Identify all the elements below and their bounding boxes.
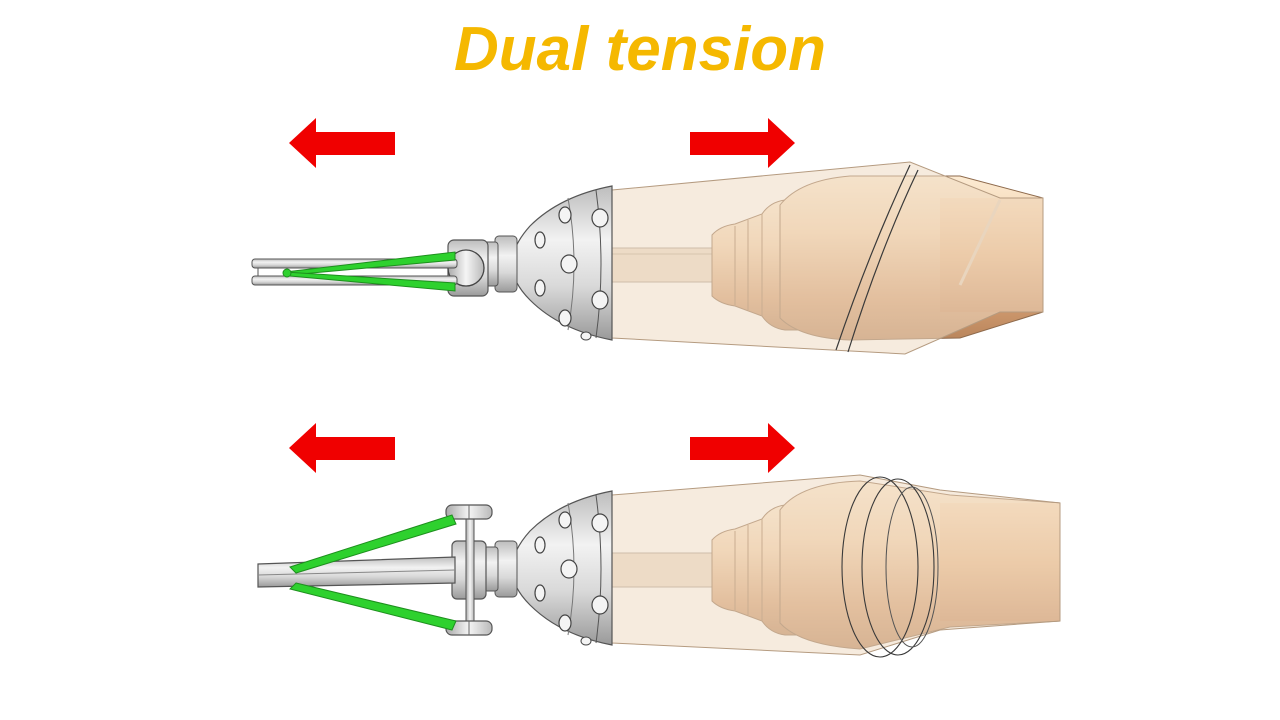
panel-top [251,118,1045,356]
arrow-right-icon [690,423,795,473]
instrument-body [610,160,1045,356]
arrow-left-icon [289,118,395,168]
arrow-right-icon [690,118,795,168]
arrow-left-icon [289,423,395,473]
tendon-cables [289,514,457,631]
metal-dome-cap [483,490,613,646]
panel-bottom [257,423,1061,658]
diagram-title: Dual tension [453,15,827,84]
gripper-jaws-open [257,556,456,588]
instrument-body [611,474,1061,658]
tendon-cables [282,251,456,292]
wrist-joint [447,239,489,297]
metal-dome-cap [483,185,613,341]
